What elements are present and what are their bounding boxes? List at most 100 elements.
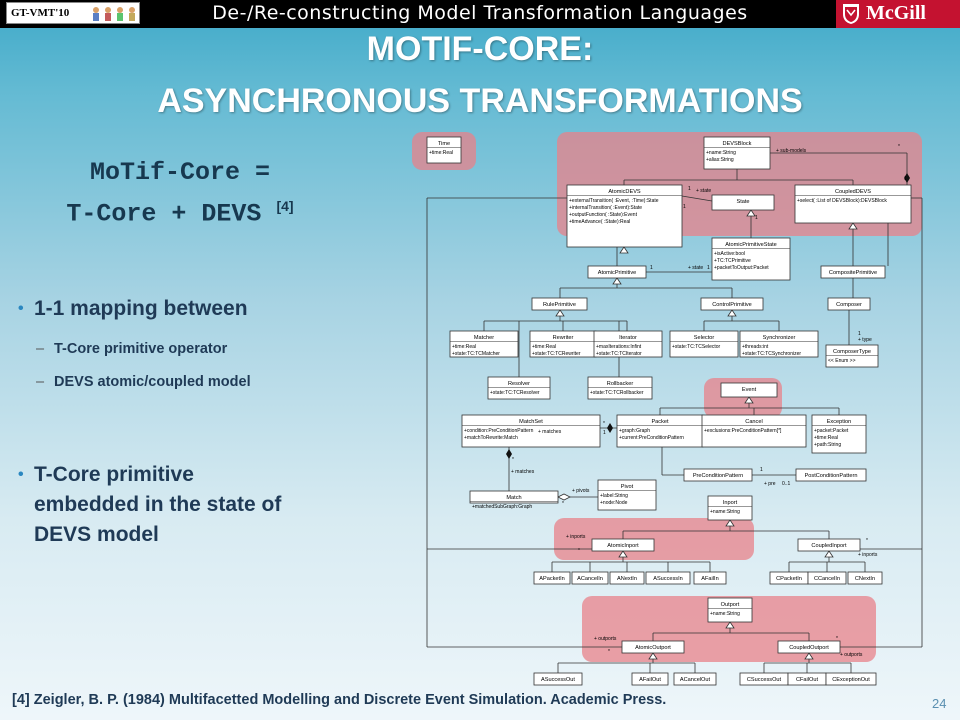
class-resolver: Resolver+state:TC:TCResolver	[487, 376, 551, 400]
class-attr-exception: +time:Real	[814, 435, 838, 441]
edge-label-21: 0..1	[782, 481, 791, 487]
class-box-ccancelin	[807, 571, 847, 585]
class-box-composertype	[825, 344, 879, 368]
class-coupledoutport: CoupledOutport	[777, 640, 841, 654]
inheritance-arrow-icon	[555, 309, 565, 317]
class-box-cexceptionout	[825, 672, 877, 686]
edge-line-7	[681, 195, 713, 202]
class-state: State	[711, 194, 775, 211]
class-attr-iterator: +maxIterations:Infint	[596, 344, 642, 350]
mcgill-logo-text: McGill	[866, 2, 926, 24]
formula-line1: MoTif-Core =	[89, 158, 271, 187]
edge-label-23: + inports	[858, 552, 878, 558]
class-box-matcher	[449, 330, 519, 358]
class-name-afailin: AFailIn	[701, 576, 718, 582]
composition-diamond-icon	[506, 449, 512, 459]
class-attr-devsblock: +name:String	[706, 150, 736, 156]
class-name-synchronizer: Synchronizer	[763, 335, 796, 341]
class-attr-match: +matchedSubGraph:Graph	[472, 504, 532, 510]
class-afailin: AFailIn	[693, 571, 727, 585]
edge-label-5: 1	[683, 204, 686, 210]
class-preconditionpattern: PreConditionPattern	[683, 468, 753, 482]
class-time: Time+time:Real	[426, 136, 462, 164]
class-name-cfailout: CFailOut	[796, 677, 819, 683]
edge-label-16: *	[512, 457, 514, 463]
edge-label-17: + pivots	[572, 488, 590, 494]
bullet-mapping: •1-1 mapping between	[18, 297, 248, 321]
class-coupledinport: CoupledInport	[797, 538, 861, 552]
class-name-composertype: ComposerType	[833, 349, 871, 355]
bullet-embedded-text: T-Core primitive embedded in the state o…	[34, 463, 282, 546]
class-attr-matcher: +time:Real	[452, 344, 476, 350]
class-name-coupleddevs: CoupledDEVS	[835, 189, 871, 195]
class-box-state	[711, 194, 775, 211]
edge-label-12: + matches	[538, 429, 562, 435]
class-packet: Packet+graph:Graph+current:PreConditionP…	[616, 414, 704, 448]
class-name-ccancelin: CCancelIn	[814, 576, 840, 582]
class-box-selector	[669, 330, 739, 358]
inheritance-arrow-icon	[804, 652, 814, 660]
class-name-acancelin: ACancelIn	[577, 576, 603, 582]
edge-label-1: *	[898, 144, 900, 150]
class-box-afailout	[631, 672, 669, 686]
class-name-rollbacker: Rollbacker	[607, 381, 634, 387]
class-attr-atomicprimitivestate: +TC:TCPrimitive	[714, 258, 751, 264]
edge-label-29: *	[836, 636, 838, 642]
inheritance-arrow-icon	[619, 246, 629, 254]
class-name-outport: Outport	[721, 602, 740, 608]
slide-title-line1: MOTIF-CORE:	[366, 30, 594, 68]
class-box-apacketin	[533, 571, 571, 585]
class-box-compositeprimitive	[820, 265, 886, 279]
class-box-composer	[827, 297, 871, 311]
class-attr-selector: +state:TC:TCSelector	[672, 344, 721, 350]
people-figures-icon	[93, 7, 135, 21]
class-name-compositeprimitive: CompositePrimitive	[829, 270, 877, 276]
class-box-cnextin	[847, 571, 883, 585]
class-name-preconditionpattern: PreConditionPattern	[693, 473, 743, 479]
class-name-event: Event	[742, 387, 757, 393]
class-atomicprimitivestate: AtomicPrimitiveState+isActive:bool+TC:TC…	[711, 237, 791, 281]
class-name-rewriter: Rewriter	[553, 335, 574, 341]
class-box-afailin	[693, 571, 727, 585]
class-name-cpacketin: CPacketIn	[776, 576, 802, 582]
class-box-match	[469, 490, 559, 504]
class-attr-atomicprimitivestate: +packetToOutput:Packet	[714, 265, 769, 271]
inheritance-arrow-icon	[725, 621, 735, 629]
edge-label-4: 1	[688, 186, 691, 192]
class-attr-synchronizer: +threads:int	[742, 344, 769, 350]
class-box-synchronizer	[739, 330, 819, 358]
class-box-asuccessout	[533, 672, 583, 686]
gt-vmt-logo-text: GT-VMT'10	[11, 7, 70, 19]
class-cexceptionout: CExceptionOut	[825, 672, 877, 686]
bullet-dot-icon: •	[18, 466, 24, 483]
class-asuccessin: ASuccessIn	[645, 571, 691, 585]
class-acancelin: ACancelIn	[571, 571, 609, 585]
inheritance-arrow-icon	[824, 550, 834, 558]
class-box-packet	[616, 414, 704, 448]
class-atomicprimitive: AtomicPrimitive	[587, 265, 647, 279]
class-name-exception: Exception	[827, 419, 852, 425]
class-name-cnextin: CNextIn	[855, 576, 875, 582]
class-attr-rollbacker: +state:TC:TCRollbacker	[590, 390, 644, 396]
class-attr-atomicdevs: +externalTransition( :Event, :Time):Stat…	[569, 198, 659, 204]
class-attr-matchset: +matchToRewrite:Match	[464, 435, 518, 441]
sub-bullet-tcore: –T-Core primitive operator	[36, 341, 227, 357]
edge-label-18: *	[562, 501, 564, 507]
class-box-preconditionpattern	[683, 468, 753, 482]
class-attr-matchset: +condition:PreConditionPattern	[464, 428, 534, 434]
class-attr-rewriter: +time:Real	[532, 344, 556, 350]
bullet-mapping-text: 1-1 mapping between	[34, 297, 248, 320]
class-attr-atomicdevs: +outputFunction( :State):Event	[569, 212, 638, 218]
class-attr-atomicdevs: +internalTransition( :Event):State	[569, 205, 642, 211]
edge-label-15: + matches	[511, 469, 535, 475]
sub-bullet-devs: –DEVS atomic/coupled model	[36, 374, 251, 390]
class-box-resolver	[487, 376, 551, 400]
class-rewriter: Rewriter+time:Real+state:TC:TCRewriter	[529, 330, 597, 358]
class-attr-packet: +current:PreConditionPattern	[619, 435, 684, 441]
class-attr-synchronizer: +state:TC:TCSynchronizer	[742, 351, 801, 357]
class-attr-coupleddevs: +select( :List of DEVSBlock):DEVSBlock	[797, 198, 887, 204]
class-name-devsblock: DEVSBlock	[723, 141, 752, 147]
edge-label-26: + outports	[594, 636, 617, 642]
class-name-apacketin: APacketIn	[539, 576, 565, 582]
class-box-cancel	[701, 414, 807, 448]
